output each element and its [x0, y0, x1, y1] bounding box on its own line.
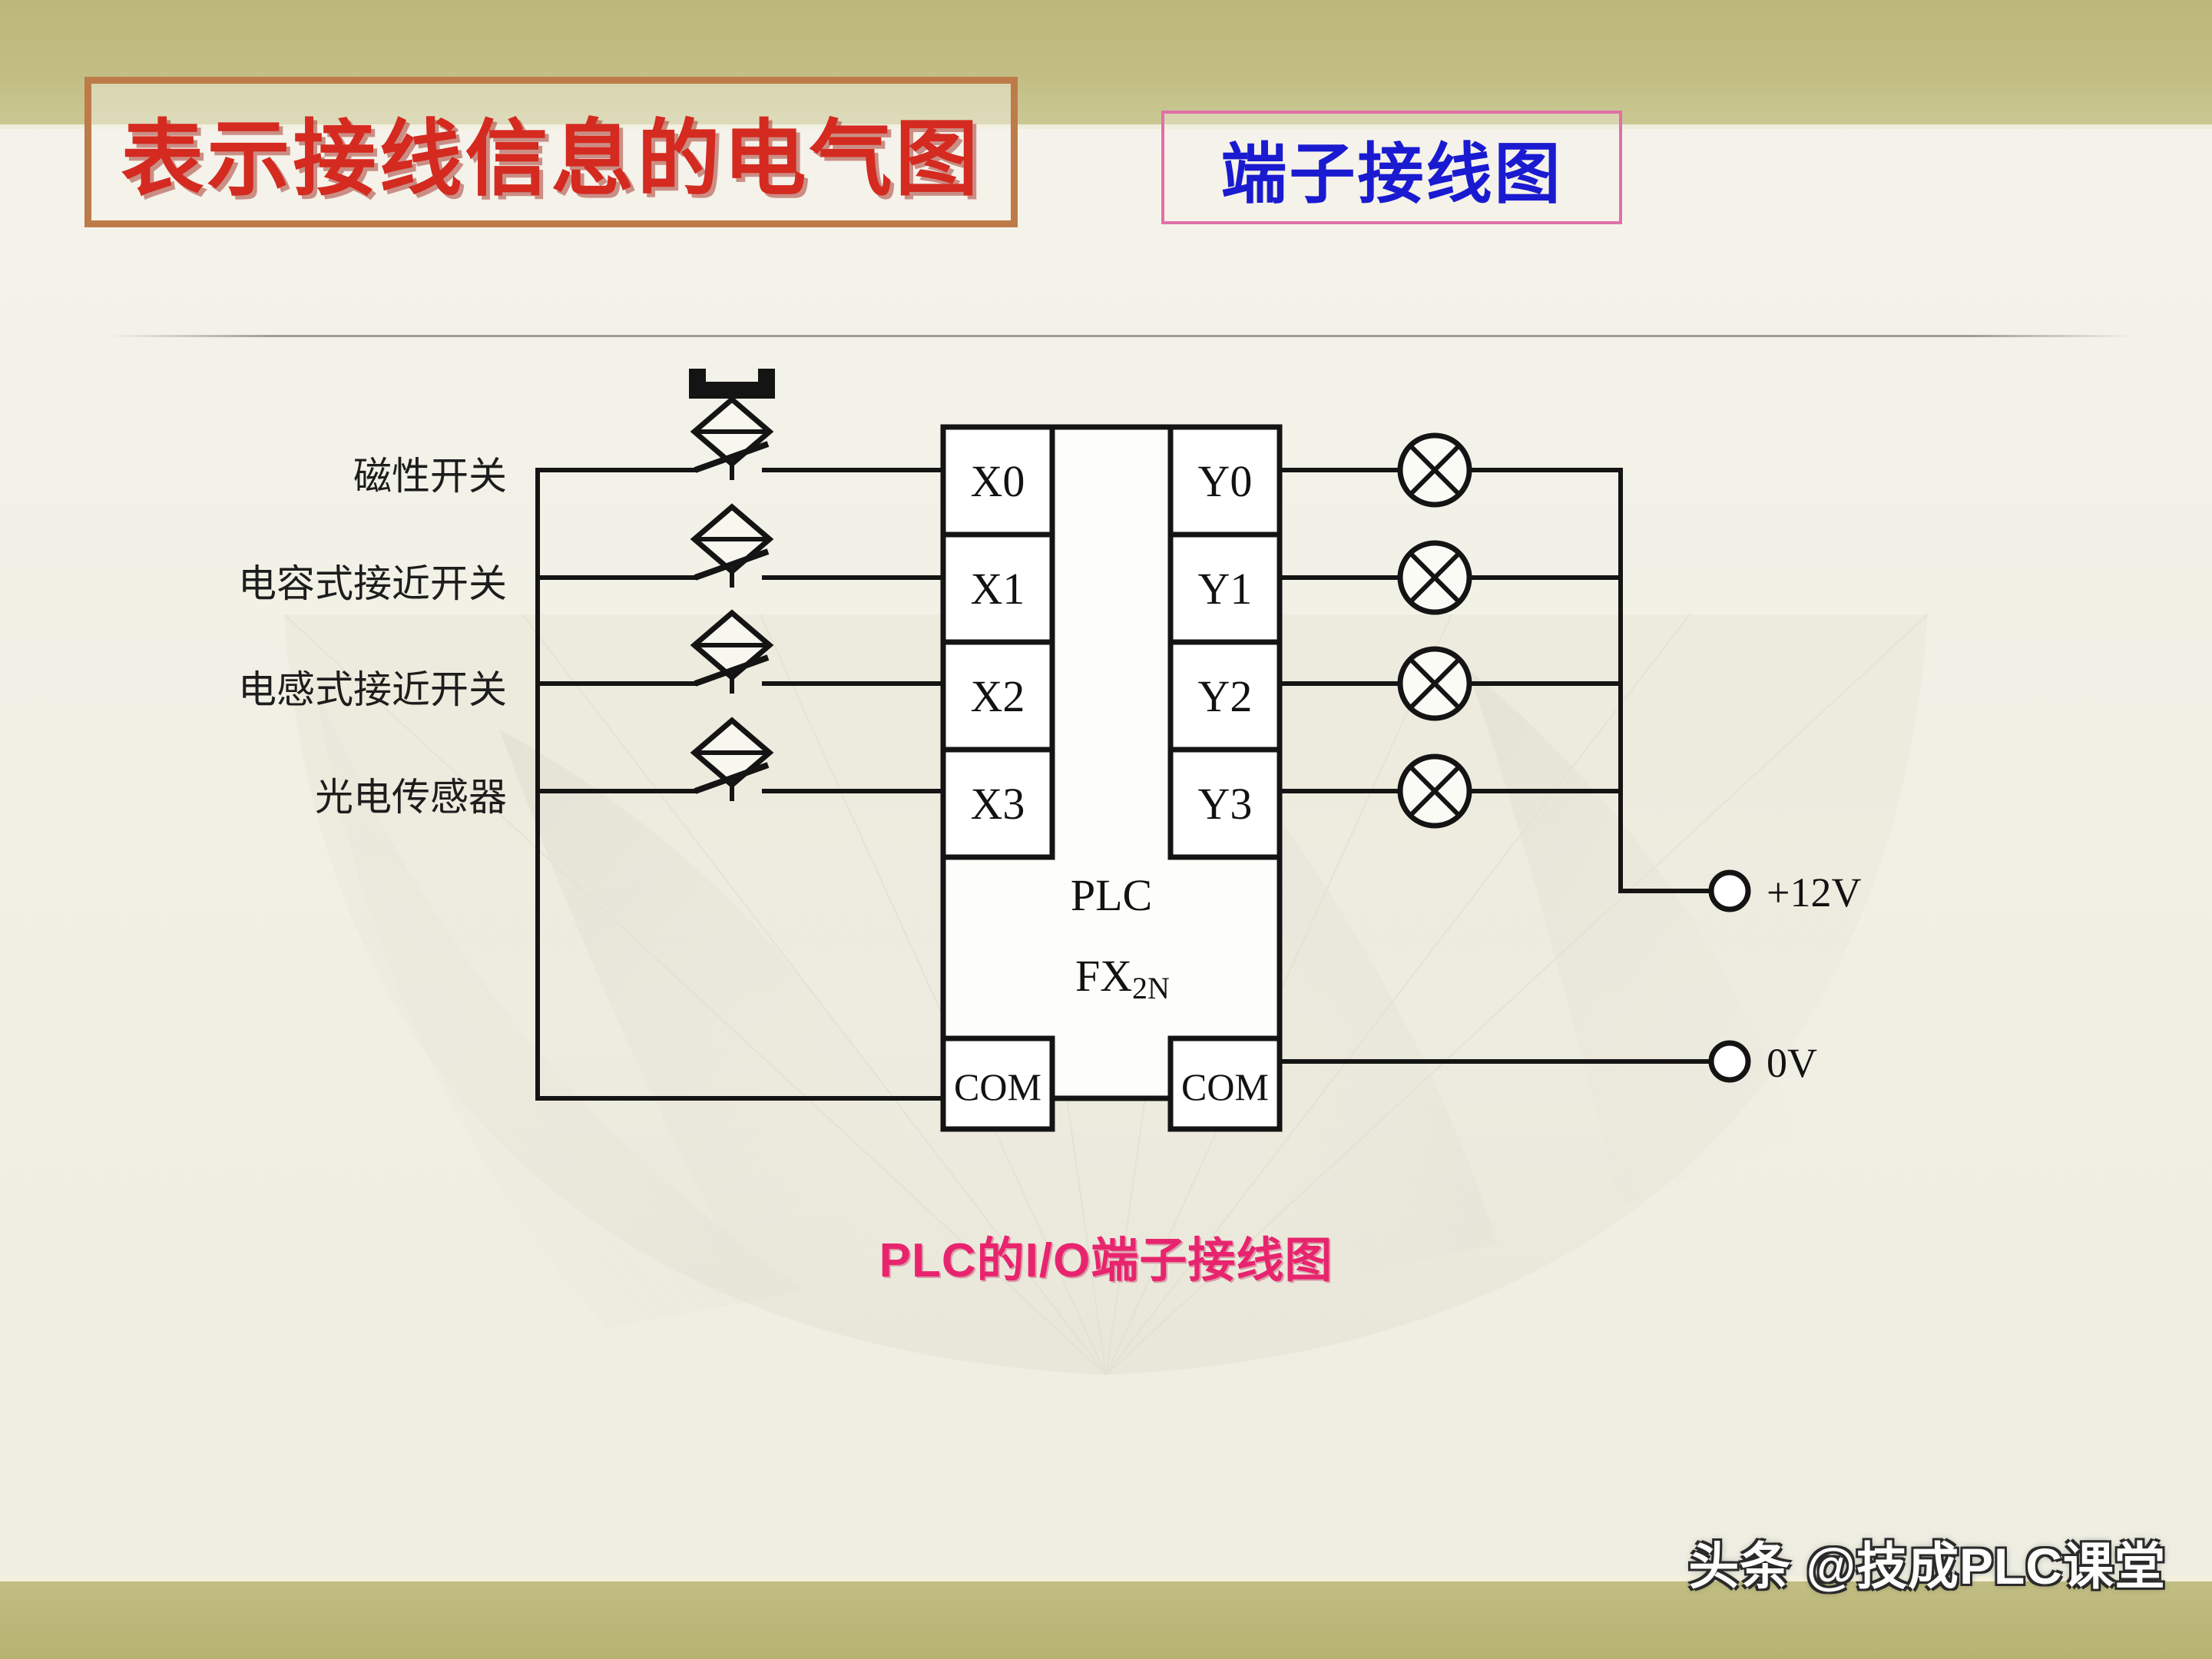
sub-title-text: 端子接线图: [1220, 137, 1563, 211]
input-label-x1: 电容式接近开关: [238, 562, 507, 605]
diagram-caption-text: PLC的I/O端子接线图: [879, 1234, 1333, 1287]
plc-model-subscript: 2N: [1132, 971, 1170, 1005]
input-label-x3: 光电传感器: [315, 776, 507, 819]
plc-name-label: PLC: [1071, 870, 1152, 920]
terminal-x2: [940, 639, 1055, 753]
switch-symbol-inductive: [690, 609, 774, 694]
header-divider: [108, 335, 2135, 337]
terminal-plus12v-node: [1708, 869, 1751, 912]
bottom-decorative-bar: [0, 1576, 2212, 1659]
terminal-y3-label: Y3: [1198, 779, 1253, 829]
sub-title-box: 端子接线图: [1161, 111, 1622, 224]
terminal-x1-label: X1: [971, 564, 1025, 614]
terminal-com-left: [940, 1035, 1055, 1132]
top-decorative-bar: [0, 0, 2212, 129]
diagram-caption: PLC的I/O端子接线图: [0, 1221, 2212, 1290]
input-label-x2: 电感式接近开关: [238, 668, 507, 711]
terminal-x2-label: X2: [971, 671, 1025, 721]
terminal-com-left-label: COM: [954, 1065, 1041, 1108]
lamp-y3: [1397, 753, 1472, 829]
channel-watermark: 头条 @技成PLC课堂: [1688, 1538, 2166, 1594]
terminal-y1-label: Y1: [1198, 564, 1253, 614]
terminal-x0: [940, 424, 1055, 538]
terminal-x0-label: X0: [971, 456, 1025, 506]
terminal-com-right-label: COM: [1181, 1065, 1269, 1108]
lamp-y2: [1397, 646, 1472, 721]
terminal-y2-label: Y2: [1198, 671, 1253, 721]
terminal-x3-label: X3: [971, 779, 1025, 829]
main-title-text: 表示接线信息的电气图: [121, 114, 982, 206]
switch-symbol-capacitive: [690, 503, 774, 588]
terminal-y0-label: Y0: [1198, 456, 1253, 506]
lamp-y1: [1397, 540, 1472, 615]
terminal-0v-node: [1708, 1040, 1751, 1083]
plc-model-label: FX: [1075, 951, 1132, 1001]
terminal-y3: [1167, 747, 1283, 860]
switch-symbol-magnetic: [689, 369, 775, 480]
terminal-x3: [940, 747, 1055, 860]
lamp-y0: [1397, 432, 1472, 508]
supply-plus12v-label: +12V: [1767, 869, 1861, 916]
input-label-x0: 磁性开关: [353, 455, 507, 498]
terminal-com-right: [1167, 1035, 1283, 1132]
switch-symbol-photoelectric: [690, 717, 774, 801]
terminal-y1: [1167, 531, 1283, 645]
main-title-box: 表示接线信息的电气图: [84, 77, 1018, 227]
supply-0v-label: 0V: [1767, 1040, 1817, 1086]
terminal-y2: [1167, 639, 1283, 753]
terminal-x1: [940, 531, 1055, 645]
